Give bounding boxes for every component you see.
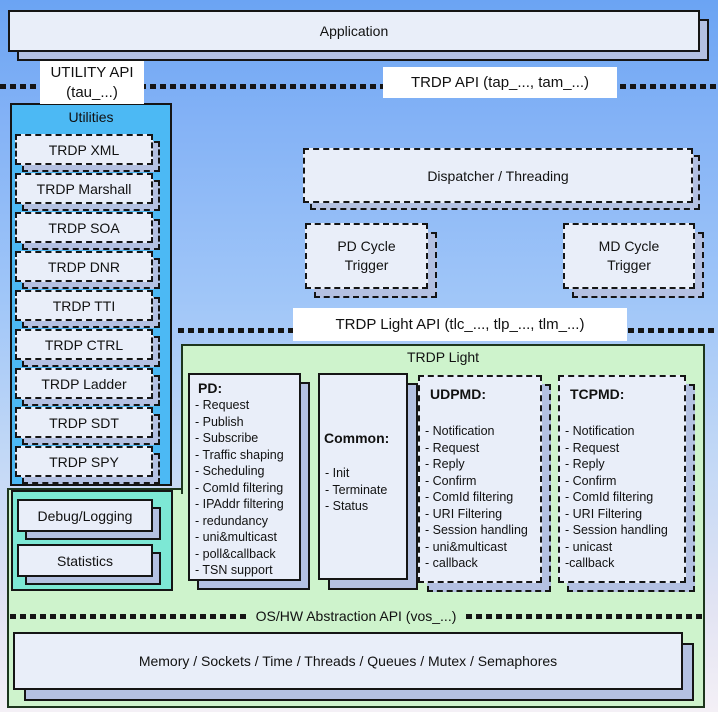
utility-item-trdp-spy: TRDP SPY (15, 446, 160, 484)
list-item: - unicast (565, 539, 613, 554)
application-label: Application (8, 10, 700, 52)
os-hw-separator-left (10, 613, 246, 619)
os-primitives-box: Memory / Sockets / Time / Threads / Queu… (13, 632, 694, 701)
list-item: - callback (425, 556, 478, 570)
list-item: - URI Filtering (425, 506, 503, 521)
list-item: - Reply (565, 457, 605, 471)
list-item: - Confirm (425, 473, 477, 488)
list-item: - TSN support (195, 563, 273, 577)
udpmd-feature-list: - Notification - Request - Reply - Confi… (420, 423, 540, 572)
pd-feature-list: - Request - Publish - Subscribe - Traffi… (190, 397, 299, 579)
list-item: - Scheduling (195, 464, 265, 478)
trdp-api-separator-line (0, 84, 718, 89)
dispatcher-threading-box: Dispatcher / Threading (303, 148, 700, 210)
md-cycle-trigger-box: MD Cycle Trigger (563, 223, 704, 298)
udpmd-feature-header: UDPMD: (430, 386, 486, 402)
debug-logging-box: Debug/Logging (17, 499, 161, 540)
list-item: - URI Filtering (565, 506, 643, 521)
utility-api-label-line2: (tau_...) (66, 83, 118, 101)
trdp-api-label-text: TRDP API (tap_..., tam_...) (410, 73, 590, 91)
utility-item-trdp-dnr: TRDP DNR (15, 251, 160, 289)
list-item: - Subscribe (195, 431, 259, 445)
list-item: - redundancy (195, 513, 268, 528)
list-item: - Init (325, 466, 350, 480)
list-item: - IPAddr filtering (195, 497, 284, 511)
debug-logging-label: Debug/Logging (17, 499, 153, 532)
tcpmd-feature-box: TCPMD: - Notification - Request - Reply … (558, 375, 695, 592)
list-item: - Terminate (325, 482, 388, 497)
utility-item-trdp-sdt: TRDP SDT (15, 407, 160, 445)
utilities-panel-title: Utilities (68, 109, 114, 125)
dispatcher-threading-label: Dispatcher / Threading (303, 148, 693, 203)
trdp-light-panel-title: TRDP Light (406, 349, 480, 365)
list-item: - uni&multicast (425, 539, 507, 554)
application-box: Application (8, 10, 709, 61)
list-item: - uni&multicast (195, 530, 277, 544)
list-item: - ComId filtering (425, 490, 514, 504)
common-feature-header: Common: (324, 430, 390, 446)
common-feature-list: - Init - Terminate - Status (320, 465, 406, 515)
list-item: - Notification (425, 424, 495, 438)
pd-cycle-trigger-label: PD Cycle Trigger (337, 238, 396, 273)
trdp-api-label: TRDP API (tap_..., tam_...) (383, 67, 617, 98)
utility-item-trdp-marshall: TRDP Marshall (15, 173, 160, 211)
os-hw-separator-right (466, 613, 703, 619)
trdp-light-api-separator-right (628, 328, 715, 333)
os-primitives-label: Memory / Sockets / Time / Threads / Queu… (13, 632, 683, 690)
list-item: - Session handling (425, 523, 528, 537)
common-feature-box: Common: - Init - Terminate - Status (318, 373, 418, 590)
utility-item-trdp-xml: TRDP XML (15, 134, 160, 172)
os-hw-api-separator: OS/HW Abstraction API (vos_...) (10, 605, 703, 627)
trdp-light-api-separator-left (178, 328, 294, 333)
debug-statistics-panel: Debug/Logging Statistics (11, 490, 173, 591)
pd-feature-box: PD: - Request - Publish - Subscribe - Tr… (188, 373, 310, 590)
list-item: - poll&callback (195, 546, 276, 561)
trdp-light-api-label-text: TRDP Light API (tlc_..., tlp_..., tlm_..… (335, 315, 585, 333)
list-item: - Publish (195, 414, 244, 429)
list-item: -callback (565, 556, 615, 570)
tcpmd-feature-list: - Notification - Request - Reply - Confi… (560, 423, 684, 572)
utilities-item-list: TRDP XML TRDP Marshall TRDP SOA TRDP DNR… (12, 131, 170, 484)
utility-api-label-line1: UTILITY API (50, 63, 134, 81)
list-item: - Request (425, 440, 480, 455)
tcpmd-feature-header: TCPMD: (570, 386, 625, 402)
pd-cycle-trigger-box: PD Cycle Trigger (305, 223, 437, 298)
utility-api-label: UTILITY API (tau_...) (40, 61, 144, 104)
list-item: - Notification (565, 424, 635, 438)
list-item: - Confirm (565, 473, 617, 488)
os-hw-api-label: OS/HW Abstraction API (vos_...) (255, 608, 457, 624)
statistics-box: Statistics (17, 544, 161, 585)
md-cycle-trigger-label: MD Cycle Trigger (598, 238, 660, 273)
trdp-light-api-label: TRDP Light API (tlc_..., tlp_..., tlm_..… (293, 308, 627, 341)
utility-item-trdp-soa: TRDP SOA (15, 212, 160, 250)
list-item: - ComId filtering (195, 480, 284, 495)
statistics-label: Statistics (17, 544, 153, 577)
list-item: - Status (325, 499, 369, 513)
list-item: - ComId filtering (565, 490, 654, 504)
list-item: - Request (195, 398, 250, 412)
list-item: - Session handling (565, 523, 668, 537)
utilities-panel: Utilities TRDP XML TRDP Marshall TRDP SO… (10, 103, 172, 486)
list-item: - Traffic shaping (195, 447, 284, 462)
list-item: - Request (565, 440, 620, 455)
udpmd-feature-box: UDPMD: - Notification - Request - Reply … (418, 375, 551, 592)
utility-item-trdp-tti: TRDP TTI (15, 290, 160, 328)
utility-item-trdp-ctrl: TRDP CTRL (15, 329, 160, 367)
pd-feature-header: PD: (198, 380, 223, 396)
utility-item-trdp-ladder: TRDP Ladder (15, 368, 160, 406)
list-item: - Reply (425, 457, 465, 471)
